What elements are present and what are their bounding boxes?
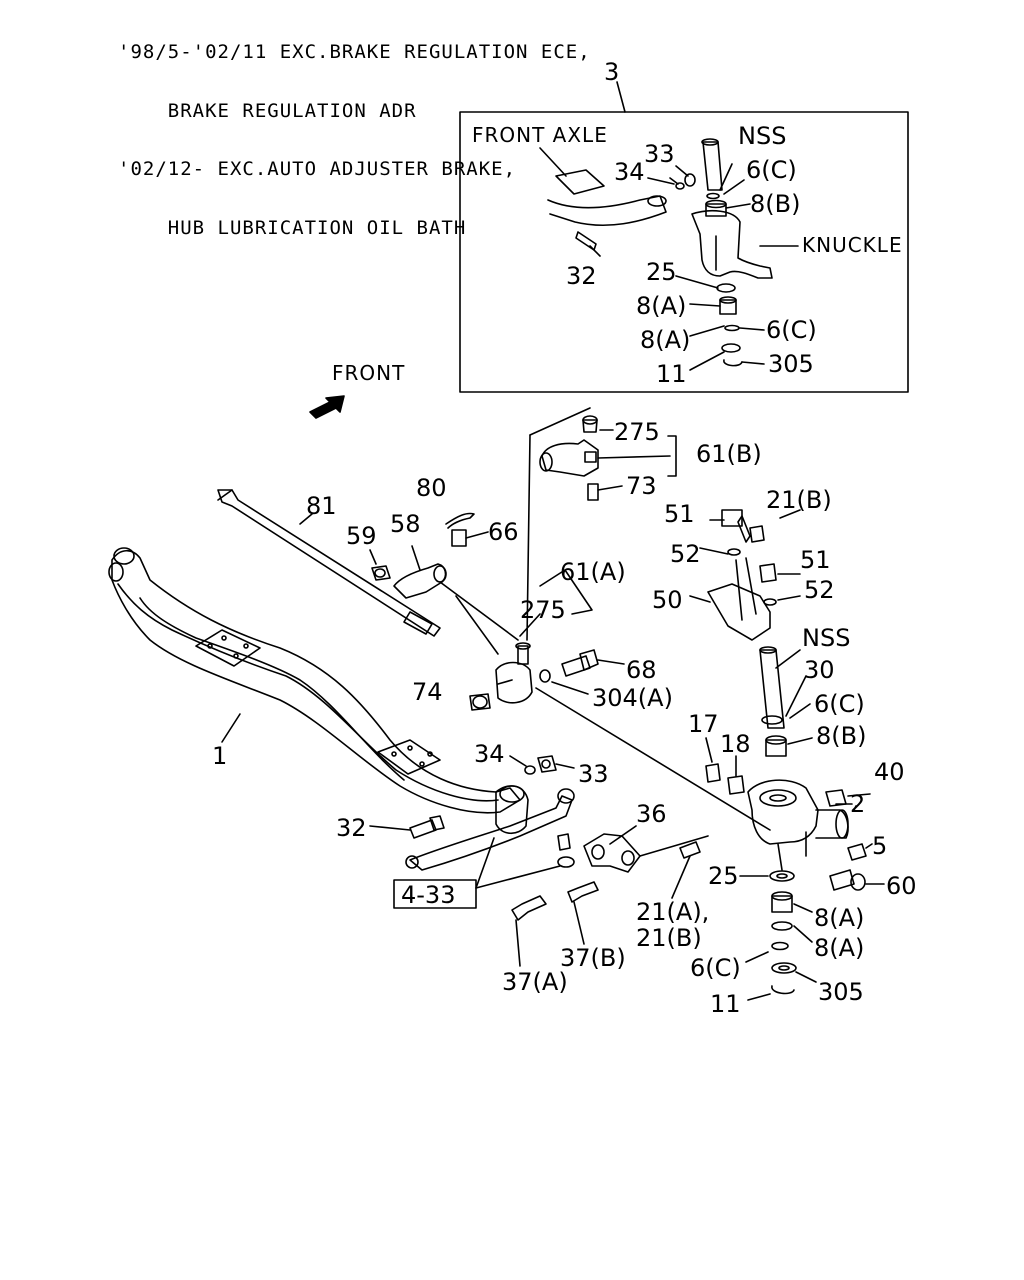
- inset-knuckle: [691, 209, 773, 279]
- spring-pad-left: [195, 629, 261, 667]
- label-8a-1: 8(A): [814, 904, 864, 932]
- label-6c-b: 6(C): [690, 954, 741, 982]
- label-37b: 37(B): [560, 944, 626, 972]
- bracket-61a: [539, 569, 593, 615]
- label-66: 66: [488, 518, 519, 546]
- note-line-4: HUB LUBRICATION OIL BATH: [118, 216, 467, 239]
- label-59: 59: [346, 522, 377, 550]
- label-74: 74: [412, 678, 443, 706]
- label-32: 32: [336, 814, 367, 842]
- label-61b: 61(B): [696, 440, 762, 468]
- label-5: 5: [872, 832, 887, 860]
- knuckle-label: KNUCKLE: [802, 233, 903, 257]
- label-73: 73: [626, 472, 657, 500]
- inset-axle-pad: [555, 169, 605, 195]
- label-34: 34: [474, 740, 505, 768]
- label-52-a: 52: [670, 540, 701, 568]
- steering-arm-36: [583, 833, 641, 873]
- inset-8a-1: 8(A): [636, 292, 686, 320]
- label-17: 17: [688, 710, 719, 738]
- inset-11: 11: [656, 360, 687, 388]
- label-36: 36: [636, 800, 667, 828]
- king-pin-30: [759, 649, 785, 729]
- bracket-61b: [667, 435, 677, 477]
- label-21a: 21(A),: [636, 898, 709, 926]
- label-21b: 21(B): [636, 924, 702, 952]
- label-68: 68: [626, 656, 657, 684]
- inset-6c-top: 6(C): [746, 156, 797, 184]
- label-51-a: 51: [664, 500, 695, 528]
- tie-rod-end-a: [495, 661, 533, 704]
- inset-kingpin-bolt: [575, 231, 597, 251]
- label-ref-4-33[interactable]: 4-33: [401, 881, 455, 909]
- label-nss: NSS: [802, 624, 850, 652]
- inset-34: 34: [614, 158, 645, 186]
- tie-rod-81: [217, 489, 441, 637]
- label-25: 25: [708, 862, 739, 890]
- applicability-notes: '98/5-'02/11 EXC.BRAKE REGULATION ECE, B…: [118, 4, 591, 277]
- label-60: 60: [886, 872, 917, 900]
- inset-6c-bot: 6(C): [766, 316, 817, 344]
- label-61a: 61(A): [560, 558, 626, 586]
- label-8b: 8(B): [816, 722, 866, 750]
- label-33: 33: [578, 760, 609, 788]
- label-50: 50: [652, 586, 683, 614]
- label-11: 11: [710, 990, 741, 1018]
- label-21b-top: 21(B): [766, 486, 832, 514]
- label-51-b: 51: [800, 546, 831, 574]
- label-275-mid: 275: [520, 596, 566, 624]
- inset-8b: 8(B): [750, 190, 800, 218]
- inset-305: 305: [768, 350, 814, 378]
- label-18: 18: [720, 730, 751, 758]
- spring-pad-right: [377, 739, 441, 775]
- label-275-top: 275: [614, 418, 660, 446]
- inset-king-pin: [702, 141, 723, 191]
- front-label: FRONT: [332, 361, 405, 385]
- front-axle-label: FRONT AXLE: [472, 123, 608, 147]
- label-80: 80: [416, 474, 447, 502]
- label-40: 40: [874, 758, 905, 786]
- ref-3: 3: [604, 58, 619, 86]
- label-2: 2: [850, 790, 865, 818]
- label-6c-a: 6(C): [814, 690, 865, 718]
- label-81: 81: [306, 492, 337, 520]
- axle-beam-1: [111, 549, 521, 814]
- inset-frame: [459, 111, 909, 393]
- steering-arm-50: [707, 583, 771, 641]
- cotter-pin-80: [445, 512, 475, 529]
- inset-25: 25: [646, 258, 677, 286]
- label-8a-2: 8(A): [814, 934, 864, 962]
- label-58: 58: [390, 510, 421, 538]
- inset-33: 33: [644, 140, 675, 168]
- label-1: 1: [212, 742, 227, 770]
- front-arrow-icon: [309, 395, 345, 419]
- inset-nss: NSS: [738, 122, 786, 150]
- label-52-b: 52: [804, 576, 835, 604]
- note-line-1: '98/5-'02/11 EXC.BRAKE REGULATION ECE,: [118, 41, 591, 63]
- label-30: 30: [804, 656, 835, 684]
- inset-ref-line: [616, 81, 626, 113]
- label-304a: 304(A): [592, 684, 673, 712]
- label-37a: 37(A): [502, 968, 568, 996]
- ref-box-4-33: [393, 879, 477, 909]
- inset-8a-2: 8(A): [640, 326, 690, 354]
- note-line-2: BRAKE REGULATION ADR: [118, 99, 417, 122]
- drag-link: [409, 795, 573, 871]
- label-305: 305: [818, 978, 864, 1006]
- inset-32: 32: [566, 262, 597, 290]
- note-line-3: '02/12- EXC.AUTO ADJUSTER BRAKE,: [118, 158, 517, 180]
- tie-rod-end-b: [541, 439, 599, 477]
